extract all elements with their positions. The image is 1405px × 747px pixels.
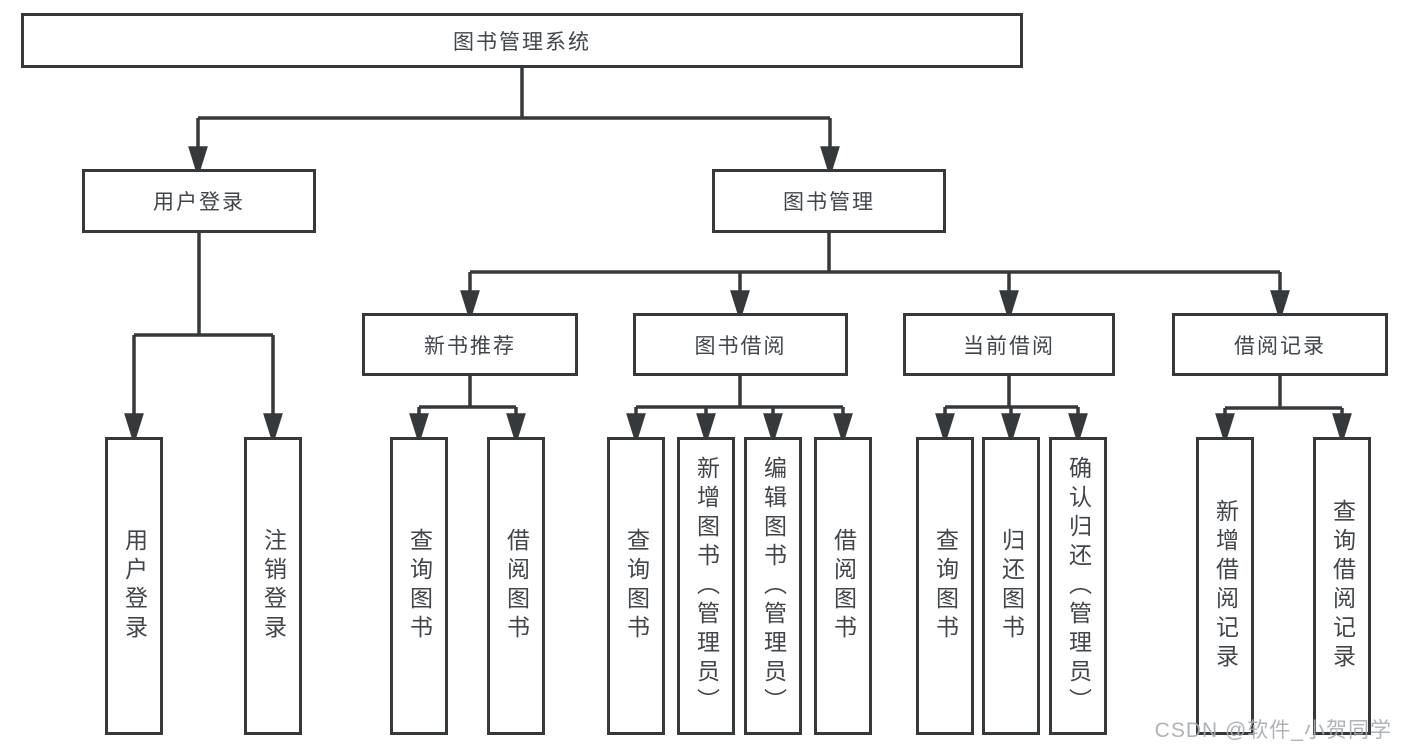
leaf-label: 注销登录 — [260, 528, 287, 644]
leaf-query-borrow-record: 查询借阅记录 — [1313, 437, 1371, 735]
csdn-watermark: CSDN @软件_小贺同学 — [1154, 719, 1392, 742]
leaf-query-books-recommend: 查询图书 — [390, 437, 448, 735]
node-borrow-records: 借阅记录 — [1172, 313, 1388, 376]
leaf-label: 查询借阅记录 — [1329, 499, 1356, 673]
leaf-label: 查询图书 — [406, 528, 433, 644]
leaf-logout: 注销登录 — [244, 437, 302, 735]
leaf-label: 归还图书 — [998, 528, 1025, 644]
node-root: 图书管理系统 — [21, 13, 1023, 68]
leaf-user-login: 用户登录 — [105, 437, 163, 735]
leaf-query-books-borrow: 查询图书 — [607, 437, 665, 735]
leaf-label: 查询图书 — [623, 528, 650, 644]
node-new-book-recommend: 新书推荐 — [362, 313, 578, 376]
leaf-query-books-current: 查询图书 — [916, 437, 974, 735]
leaf-confirm-return-admin: 确认归还（管理员） — [1049, 437, 1107, 735]
leaf-borrow-books-recommend: 借阅图书 — [487, 437, 545, 735]
node-current-borrow: 当前借阅 — [903, 313, 1115, 376]
node-book-borrow: 图书借阅 — [633, 313, 848, 376]
leaf-label: 借阅图书 — [830, 528, 857, 644]
leaf-add-borrow-record: 新增借阅记录 — [1196, 437, 1254, 735]
leaf-borrow-books: 借阅图书 — [814, 437, 872, 735]
leaf-label: 用户登录 — [121, 528, 148, 644]
leaf-label: 新增图书（管理员） — [693, 455, 720, 717]
leaf-add-book-admin: 新增图书（管理员） — [677, 437, 735, 735]
leaf-label: 查询图书 — [932, 528, 959, 644]
leaf-edit-book-admin: 编辑图书（管理员） — [744, 437, 802, 735]
node-book-management: 图书管理 — [712, 169, 946, 233]
leaf-label: 编辑图书（管理员） — [760, 455, 787, 717]
node-user-login: 用户登录 — [82, 169, 316, 233]
leaf-label: 借阅图书 — [503, 528, 530, 644]
leaf-label: 确认归还（管理员） — [1065, 455, 1092, 717]
leaf-label: 新增借阅记录 — [1212, 499, 1239, 673]
leaf-return-books: 归还图书 — [982, 437, 1040, 735]
